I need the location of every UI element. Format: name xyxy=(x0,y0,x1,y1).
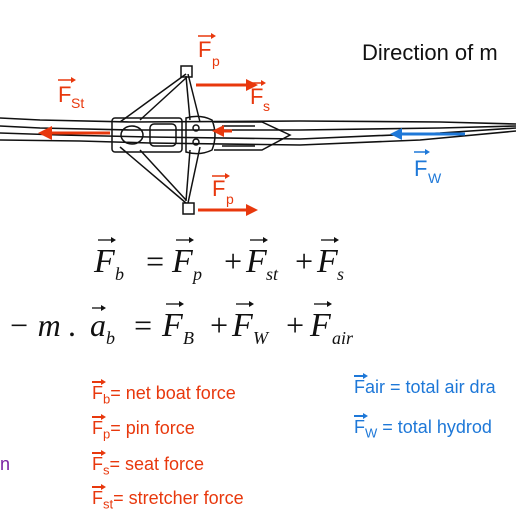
svg-text:F: F xyxy=(93,243,116,280)
svg-text:+: + xyxy=(208,307,230,343)
arrow-fs xyxy=(212,125,232,137)
rigger-bottom xyxy=(119,146,201,215)
svg-text:F: F xyxy=(212,176,225,201)
edge-fragment: n xyxy=(0,454,10,474)
legend-symbol: F xyxy=(354,412,368,437)
direction-label: Direction of m xyxy=(362,40,498,65)
svg-text:+: + xyxy=(293,243,315,279)
legend-air-drag: Fair = total air dra xyxy=(354,372,496,398)
svg-text:F: F xyxy=(161,307,184,344)
svg-text:W: W xyxy=(428,170,442,186)
cockpit xyxy=(111,115,292,155)
svg-text:b: b xyxy=(115,264,124,284)
svg-text:F: F xyxy=(309,307,332,344)
svg-text:W: W xyxy=(253,328,270,348)
svg-text:B: B xyxy=(183,328,194,348)
svg-text:st: st xyxy=(266,264,279,284)
legend-symbol: F xyxy=(92,413,106,438)
equation-net-boat-force: F b = F p + F st + F s xyxy=(93,237,344,284)
svg-text:F: F xyxy=(198,37,211,62)
svg-text:+: + xyxy=(222,243,244,279)
arrow-fw xyxy=(390,128,465,140)
svg-text:=: = xyxy=(144,243,166,279)
legend-text: = total air dra xyxy=(385,377,496,397)
legend-symbol: F xyxy=(92,449,106,474)
svg-text:F: F xyxy=(316,243,339,280)
arrow-fst xyxy=(38,126,110,140)
legend-stretcher-force: Fst= stretcher force xyxy=(92,483,244,512)
svg-text:F: F xyxy=(245,243,268,280)
svg-text:+: + xyxy=(284,307,306,343)
arrow-fp-bottom xyxy=(198,204,258,216)
legend-text: = total hydrod xyxy=(377,417,492,437)
legend-text: = pin force xyxy=(110,418,195,438)
svg-text:F: F xyxy=(414,156,427,181)
label-fs: F s xyxy=(250,80,270,114)
svg-text:p: p xyxy=(226,191,234,207)
equation-boat-dynamics: − m . a b = F B + F W + F air xyxy=(8,301,354,348)
svg-text:p: p xyxy=(191,264,202,284)
arrow-fp-top xyxy=(196,79,258,91)
rigger-top xyxy=(119,65,201,123)
svg-text:a: a xyxy=(90,307,106,343)
label-fw: F W xyxy=(414,149,442,186)
label-fst: F St xyxy=(58,77,84,111)
svg-text:p: p xyxy=(212,53,220,69)
legend-text: = net boat force xyxy=(110,383,236,403)
legend-hydrodynamic: FW = total hydrod xyxy=(354,412,492,441)
legend-symbol: F xyxy=(92,378,106,403)
svg-text:air: air xyxy=(332,328,354,348)
svg-text:F: F xyxy=(58,82,71,107)
svg-text:s: s xyxy=(337,264,344,284)
svg-text:− m .: − m . xyxy=(8,307,77,343)
svg-text:F: F xyxy=(171,243,194,280)
svg-text:=: = xyxy=(132,307,154,343)
legend-net-boat-force: Fb= net boat force xyxy=(92,378,236,407)
legend-symbol: F xyxy=(92,483,106,508)
legend-text: = seat force xyxy=(109,454,205,474)
svg-text:St: St xyxy=(71,95,84,111)
legend-pin-force: Fp= pin force xyxy=(92,413,195,442)
svg-text:b: b xyxy=(106,328,115,348)
legend-sub: air xyxy=(365,377,386,397)
legend-symbol: F xyxy=(354,372,368,397)
svg-text:F: F xyxy=(250,84,263,109)
label-fp-top: F p xyxy=(198,33,220,69)
svg-text:F: F xyxy=(231,307,254,344)
svg-text:s: s xyxy=(263,98,270,114)
legend-text: = stretcher force xyxy=(113,488,244,508)
label-fp-bottom: F p xyxy=(212,173,234,207)
legend-seat-force: Fs= seat force xyxy=(92,449,205,478)
